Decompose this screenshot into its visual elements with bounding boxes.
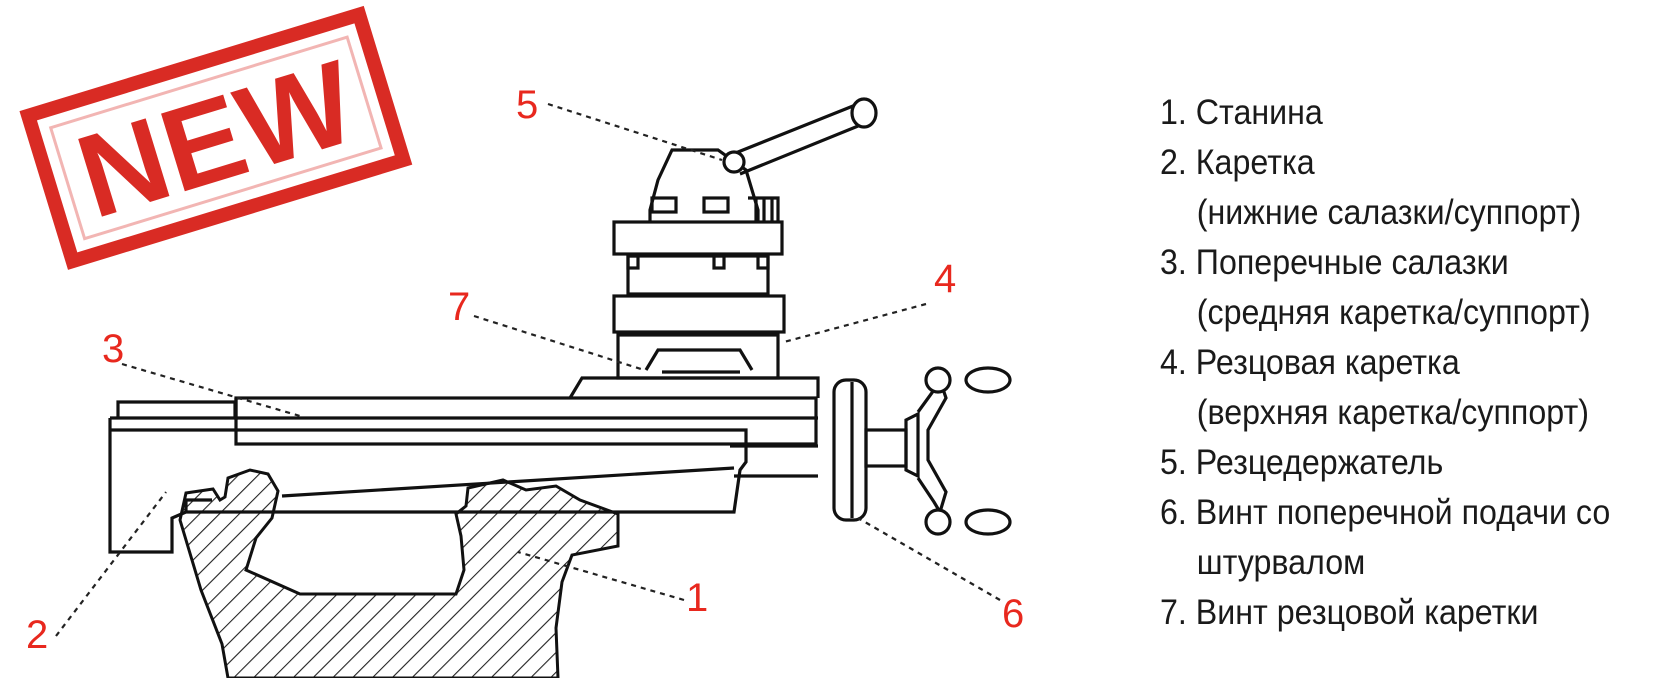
callout-3: 3 bbox=[102, 327, 124, 371]
legend-item-3-sub: (средняя каретка/суппорт) bbox=[1196, 293, 1591, 332]
parts-legend: 1. Станина 2. Каретка (нижние салазки/су… bbox=[1160, 88, 1638, 638]
cross-slide bbox=[234, 376, 820, 446]
new-stamp: NEW bbox=[19, 5, 413, 270]
bed-section bbox=[178, 468, 620, 678]
legend-item-4-sub: (верхняя каретка/суппорт) bbox=[1196, 393, 1589, 432]
handwheel bbox=[832, 366, 1012, 536]
legend-item-2: 2. Каретка bbox=[1160, 143, 1315, 182]
leader-lines bbox=[55, 102, 1001, 637]
callout-5: 5 bbox=[516, 83, 538, 127]
tool-post-lever bbox=[722, 97, 878, 176]
carriage-body bbox=[108, 400, 818, 554]
legend-item-6-sub: штурвалом bbox=[1196, 543, 1366, 582]
callout-1: 1 bbox=[686, 576, 708, 620]
callout-6: 6 bbox=[1002, 592, 1024, 636]
legend-item-7: 7. Винт резцовой каретки bbox=[1160, 593, 1539, 632]
legend-item-4: 4. Резцовая каретка bbox=[1160, 343, 1460, 382]
callout-7: 7 bbox=[448, 285, 470, 329]
legend-item-1: 1. Станина bbox=[1160, 93, 1323, 132]
legend-item-3: 3. Поперечные салазки bbox=[1160, 243, 1509, 282]
legend-item-2-sub: (нижние салазки/суппорт) bbox=[1196, 193, 1582, 232]
legend-item-6: 6. Винт поперечной подачи со bbox=[1160, 493, 1611, 532]
compound-slide bbox=[612, 148, 786, 380]
callout-2: 2 bbox=[26, 613, 48, 657]
legend-item-5: 5. Резцедержатель bbox=[1160, 443, 1444, 482]
callout-4: 4 bbox=[934, 257, 956, 301]
